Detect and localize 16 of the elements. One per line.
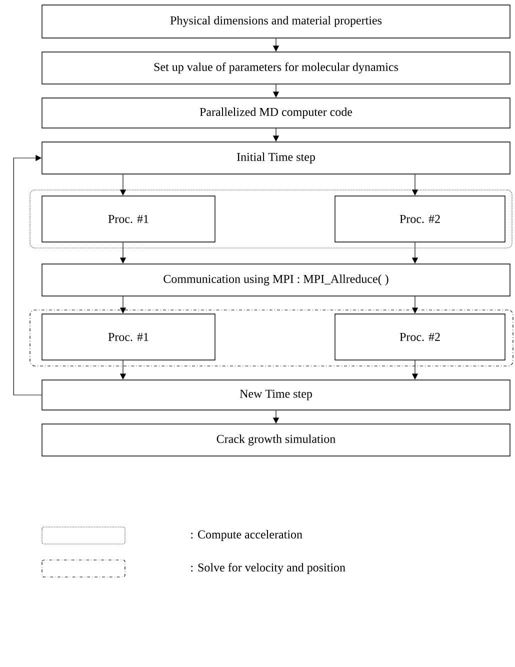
process-box: Communication using MPI : MPI_Allreduce( ) (42, 264, 510, 296)
process-box: Initial Time step (42, 142, 510, 174)
process-box: Parallelized MD computer code (42, 98, 510, 128)
process-box: Proc. #1 (42, 196, 216, 242)
process-box: Proc. #1 (42, 314, 216, 360)
legend-text: : Compute acceleration (191, 530, 302, 541)
process-box: Crack growth simulation (42, 424, 510, 456)
arrow (13, 154, 42, 396)
process-box: Proc. #2 (334, 196, 506, 242)
process-box: Proc. #2 (334, 314, 506, 360)
process-box: Set up value of parameters for molecular dynamics (42, 52, 510, 84)
group-outline (30, 190, 512, 248)
group-outline (30, 310, 514, 366)
legend-text: : Solve for velocity and position (191, 562, 346, 574)
process-box: Physical dimensions and material properties (42, 4, 510, 38)
process-box: New Time step (42, 380, 510, 410)
